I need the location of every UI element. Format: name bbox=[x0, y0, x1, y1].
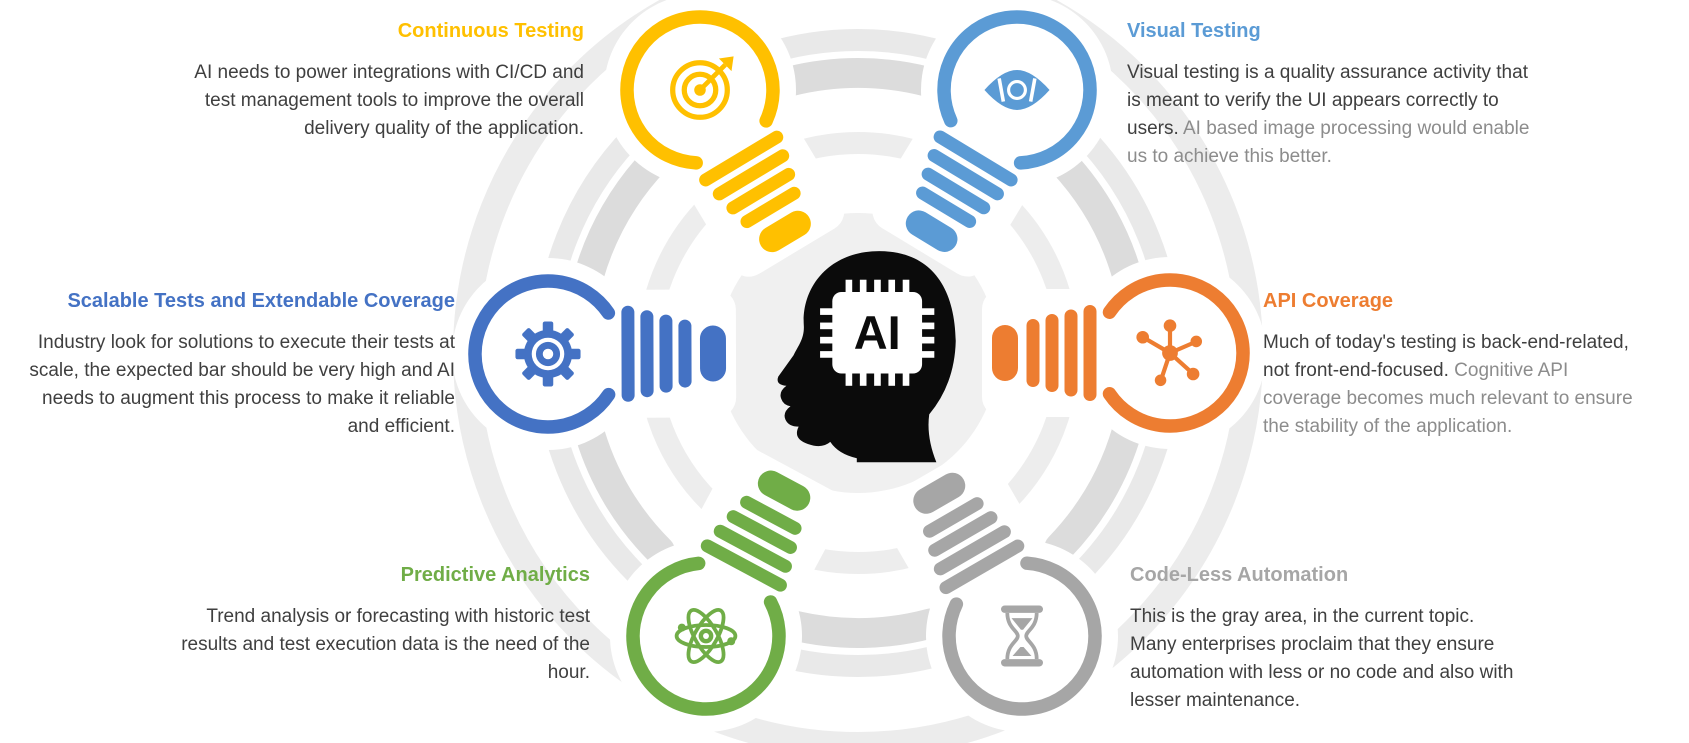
bulb-ring bbox=[620, 10, 780, 170]
bulb-base-bar bbox=[713, 524, 792, 573]
section-description: Much of today's testing is back-end-rela… bbox=[1263, 329, 1635, 441]
section-code-less-automation: Code-Less Automation This is the gray ar… bbox=[1130, 562, 1522, 715]
bulb-base-bar bbox=[699, 130, 784, 187]
bulb-ring bbox=[937, 10, 1097, 170]
bulb-base-bar bbox=[928, 511, 998, 557]
bulb-ring bbox=[1102, 273, 1250, 433]
gear-icon bbox=[515, 321, 581, 387]
bulb-ring bbox=[626, 556, 786, 716]
section-visual-testing: Visual Testing Visual testing is a quali… bbox=[1127, 18, 1537, 171]
description-primary: Trend analysis or forecasting with histo… bbox=[181, 606, 590, 683]
section-description: Visual testing is a quality assurance ac… bbox=[1127, 59, 1537, 171]
bulb-base-bar bbox=[1064, 309, 1078, 397]
bulb-base-bar bbox=[740, 495, 802, 535]
bulb-base-cap bbox=[905, 210, 958, 252]
section-title: Code-Less Automation bbox=[1130, 564, 1349, 586]
bulb-base-cap bbox=[759, 210, 811, 253]
section-title: Visual Testing bbox=[1127, 20, 1261, 42]
section-description: Trend analysis or forecasting with histo… bbox=[168, 603, 590, 687]
description-primary: This is the gray area, in the current to… bbox=[1130, 606, 1514, 711]
section-description: AI needs to power integrations with CI/C… bbox=[164, 59, 584, 143]
bulb-base-bar bbox=[921, 167, 991, 215]
bulb-base-bar bbox=[640, 310, 654, 398]
bulb-predictive-analytics bbox=[610, 447, 845, 732]
description-primary: Much of today's testing is back-end-rela… bbox=[1263, 332, 1629, 381]
section-title: Scalable Tests and Extendable Coverage bbox=[67, 290, 455, 312]
bulb-base-bar bbox=[1083, 305, 1097, 401]
section-api-coverage: API Coverage Much of today's testing is … bbox=[1263, 288, 1635, 441]
bulb-base-cap bbox=[757, 470, 811, 511]
section-predictive-analytics: Predictive Analytics Trend analysis or f… bbox=[168, 562, 590, 687]
bulb-base-cap bbox=[699, 325, 727, 382]
bulb-base-bar bbox=[700, 539, 787, 592]
bulb-base-cap bbox=[913, 472, 966, 514]
bulb-base-bar bbox=[621, 305, 635, 402]
bulb-base-cap bbox=[992, 325, 1018, 381]
section-description: This is the gray area, in the current to… bbox=[1130, 603, 1522, 715]
description-secondary: Cognitive API coverage becomes much rele… bbox=[1263, 360, 1633, 437]
bulb-base-bar bbox=[933, 130, 1018, 187]
description-secondary: AI based image processing would enable u… bbox=[1127, 118, 1530, 167]
bulb-base-bar bbox=[1026, 319, 1040, 387]
bulb-base-bar bbox=[659, 314, 673, 393]
bulb-base-bar bbox=[712, 149, 790, 201]
bulb-base-bar bbox=[726, 167, 796, 215]
bulb-base-bar bbox=[1045, 314, 1059, 392]
bulb-base-bar bbox=[939, 539, 1025, 595]
chip-body bbox=[832, 291, 923, 374]
bulbs-layer bbox=[452, 0, 1266, 732]
bulb-scalable-tests bbox=[452, 258, 737, 450]
section-description: Industry look for solutions to execute t… bbox=[27, 329, 455, 441]
description-primary: Visual testing is a quality assurance ac… bbox=[1127, 62, 1528, 139]
bulb-base-bar bbox=[923, 497, 984, 538]
section-continuous-testing: Continuous Testing AI needs to power int… bbox=[164, 18, 584, 143]
bulb-code-less-automation bbox=[879, 448, 1118, 732]
chip-label: AI bbox=[854, 307, 901, 359]
bulb-base-bar bbox=[740, 186, 801, 229]
section-title: Predictive Analytics bbox=[400, 564, 590, 586]
bulb-ring bbox=[942, 556, 1102, 716]
bulb-continuous-testing bbox=[604, 0, 845, 277]
section-title: API Coverage bbox=[1263, 290, 1394, 312]
chip-pins bbox=[820, 279, 935, 386]
bulb-base-bar bbox=[726, 510, 797, 554]
description-primary: Industry look for solutions to execute t… bbox=[29, 332, 455, 437]
bulb-base-bar bbox=[933, 525, 1011, 576]
ai-chip-icon: AI bbox=[820, 279, 935, 386]
bulb-base-bar bbox=[916, 186, 977, 228]
bulb-api-coverage bbox=[982, 257, 1266, 449]
section-scalable-tests: Scalable Tests and Extendable Coverage I… bbox=[27, 288, 455, 441]
description-primary: AI needs to power integrations with CI/C… bbox=[194, 62, 584, 139]
bulb-base-bar bbox=[678, 319, 692, 388]
bulb-ring bbox=[468, 274, 616, 434]
bulb-base-bar bbox=[927, 149, 1004, 201]
bulb-visual-testing bbox=[872, 0, 1113, 277]
section-title: Continuous Testing bbox=[397, 20, 584, 42]
ai-brain-head-icon: AI bbox=[777, 251, 956, 463]
